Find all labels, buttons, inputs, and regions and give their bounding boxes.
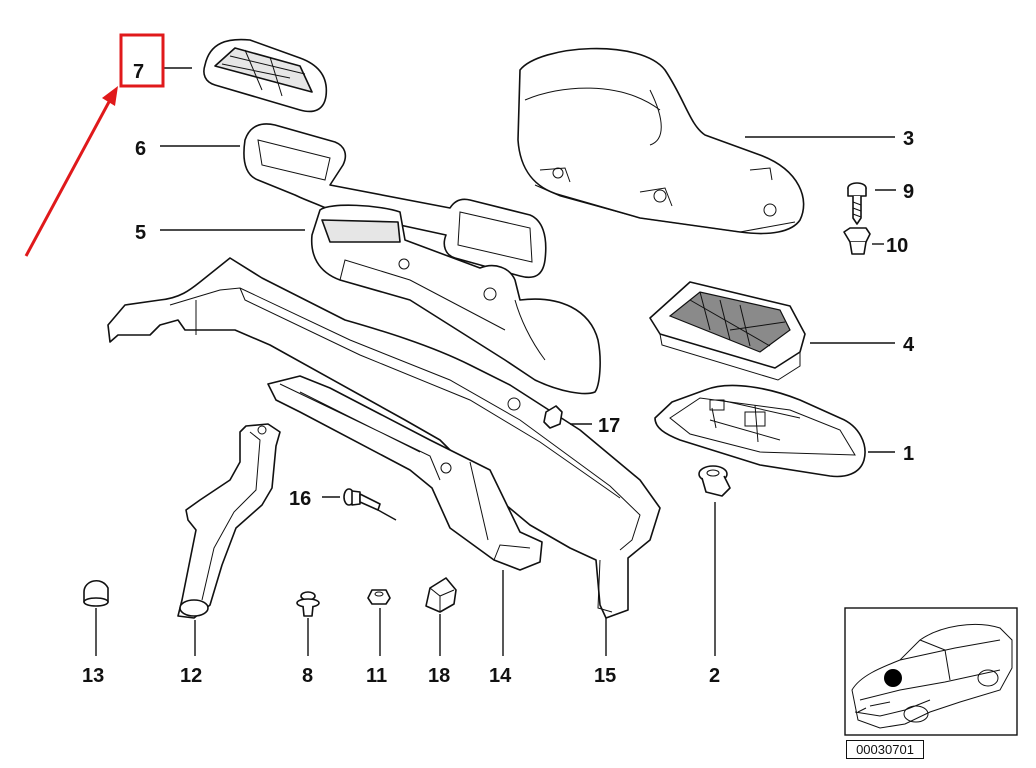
- part-12-vertical-duct: [177, 423, 281, 619]
- part-9-screw: [847, 182, 867, 225]
- part-8-rivet: [296, 591, 320, 617]
- location-dot: [884, 669, 902, 687]
- callout-16: 16: [289, 488, 311, 510]
- callout-1: 1: [903, 443, 914, 465]
- callout-2: 2: [709, 665, 720, 687]
- callout-6: 6: [135, 138, 146, 160]
- part-18-buffer: [425, 577, 457, 613]
- part-13-cap-nut: [83, 580, 109, 607]
- callout-15: 15: [594, 665, 616, 687]
- callout-3: 3: [903, 128, 914, 150]
- part-16-screw: [343, 488, 381, 511]
- callout-5: 5: [135, 222, 146, 244]
- part-17-clip: [543, 405, 563, 429]
- reference-number: 00030701: [846, 740, 924, 759]
- leader-lines: [95, 67, 896, 656]
- highlight-box: [119, 33, 165, 88]
- callout-13: 13: [82, 665, 104, 687]
- callout-11: 11: [366, 665, 387, 687]
- annotation-arrow: [24, 86, 118, 257]
- part-4-filter: [649, 281, 806, 381]
- part-7-grille: [203, 38, 328, 113]
- callout-7: 7: [133, 61, 144, 83]
- part-6-gasket: [243, 123, 547, 279]
- callout-12: 12: [180, 665, 202, 687]
- callout-4: 4: [903, 334, 915, 356]
- part-3-housing-cover: [517, 47, 805, 235]
- part-1-tray: [654, 384, 866, 478]
- vehicle-location-inset: [844, 607, 1018, 736]
- callout-labels: 7 6 5 3 9 10 4 1 17 16 13 12 8 11 18 14 …: [82, 61, 915, 687]
- part-15-channel: [107, 257, 661, 619]
- callout-9: 9: [903, 181, 914, 203]
- callout-8: 8: [302, 665, 313, 687]
- callout-14: 14: [489, 665, 512, 687]
- part-2-grommet: [698, 465, 731, 497]
- part-5-duct: [310, 204, 601, 395]
- callout-17: 17: [598, 415, 620, 437]
- part-14-inner-channel: [267, 375, 543, 571]
- part-11-clip-nut: [367, 589, 391, 605]
- callout-18: 18: [428, 665, 450, 687]
- callout-10: 10: [886, 235, 908, 257]
- part-10-nut-clip: [843, 227, 871, 255]
- car-outline: [851, 623, 1013, 729]
